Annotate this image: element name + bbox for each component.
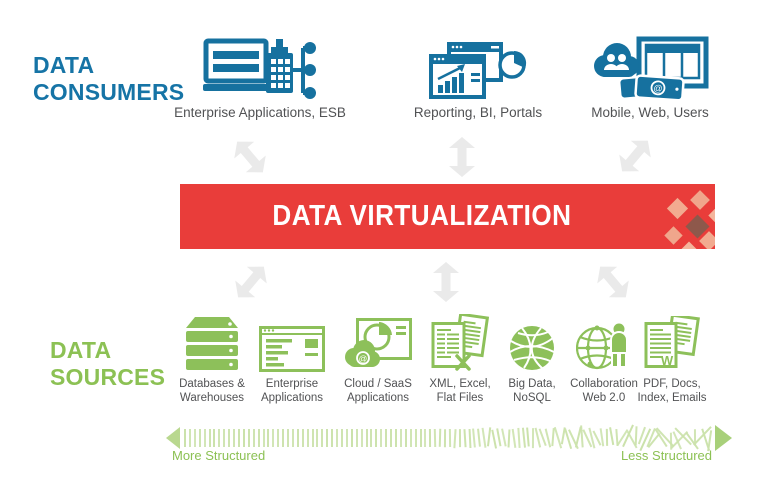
source-item-label: Databases & Warehouses: [179, 378, 245, 404]
svg-text:@: @: [359, 354, 368, 364]
exchange-arrow-icon: [612, 132, 658, 179]
consumers-heading-line1: DATA: [33, 52, 95, 78]
pdf-docs-icon: W: [644, 314, 700, 372]
exchange-arrow-icon: [449, 137, 475, 177]
enterprise-esb-icon: [202, 36, 318, 100]
svg-text:W: W: [661, 353, 674, 368]
consumer-item-label: Enterprise Applications, ESB: [174, 105, 346, 120]
source-item-databases: Databases & Warehouses: [164, 314, 260, 405]
sources-heading-line1: DATA: [50, 337, 112, 363]
xml-excel-icon: [431, 314, 489, 372]
exchange-arrow-icon: [590, 258, 636, 305]
source-item-big-data: Big Data, NoSQL: [484, 314, 580, 405]
cloud-saas-icon: @: [344, 314, 412, 372]
source-item-label: PDF, Docs, Index, Emails: [637, 378, 707, 404]
source-item-pdf-docs: W PDF, Docs, Index, Emails: [624, 314, 720, 405]
mobile-web-users-icon: @: [591, 36, 709, 100]
consumer-item-mobile-web-users: @ Mobile, Web, Users: [550, 36, 750, 120]
data-virtualization-banner: DATA VIRTUALIZATION: [180, 184, 715, 249]
scale-ticks: [184, 424, 713, 452]
scale-label-less-structured: Less Structured: [620, 448, 712, 463]
scale-left-arrowhead-icon: [166, 427, 180, 449]
source-item-label: Cloud / SaaS Applications: [344, 378, 412, 404]
scale-label-more-structured: More Structured: [172, 448, 266, 463]
consumer-item-enterprise-esb: Enterprise Applications, ESB: [160, 36, 360, 120]
source-item-cloud-saas: @ Cloud / SaaS Applications: [330, 314, 426, 405]
source-item-label: Enterprise Applications: [260, 378, 323, 404]
exchange-arrow-icon: [227, 133, 273, 180]
structure-scale: [166, 424, 732, 452]
scale-right-arrowhead-icon: [715, 425, 732, 451]
exchange-arrow-icon: [433, 262, 459, 302]
enterprise-apps-icon: [259, 314, 325, 372]
databases-icon: [186, 314, 238, 372]
banner-title: DATA VIRTUALIZATION: [272, 200, 572, 232]
sources-heading: DATA SOURCES: [50, 337, 165, 391]
reporting-bi-icon: [429, 36, 527, 100]
consumers-heading-line2: CONSUMERS: [33, 79, 185, 105]
consumer-item-label: Reporting, BI, Portals: [413, 105, 543, 120]
source-item-label: Collaboration Web 2.0: [570, 378, 638, 404]
collaboration-icon: [576, 314, 632, 372]
source-item-label: XML, Excel, Flat Files: [429, 378, 491, 404]
source-item-enterprise-apps: Enterprise Applications: [244, 314, 340, 405]
big-data-icon: [508, 314, 556, 372]
source-item-xml-excel: XML, Excel, Flat Files: [412, 314, 508, 405]
source-item-collaboration: Collaboration Web 2.0: [556, 314, 652, 405]
source-item-label: Big Data, NoSQL: [508, 378, 556, 404]
sources-heading-line2: SOURCES: [50, 364, 166, 390]
consumer-item-label: Mobile, Web, Users: [591, 105, 709, 120]
consumer-item-reporting-bi: Reporting, BI, Portals: [378, 36, 578, 120]
svg-text:@: @: [653, 83, 663, 94]
consumers-heading: DATA CONSUMERS: [33, 52, 184, 106]
exchange-arrow-icon: [228, 258, 274, 305]
